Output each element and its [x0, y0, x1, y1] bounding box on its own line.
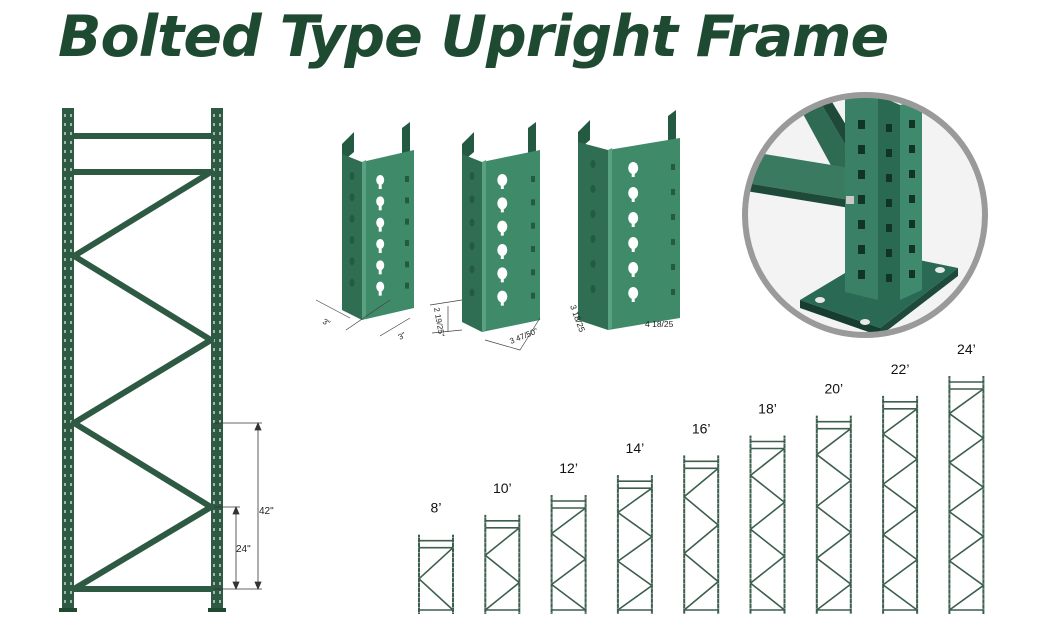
- column-base-plate-closeup-icon: [742, 92, 988, 338]
- main-upright-frame: 42" 24": [59, 108, 274, 612]
- column-profile-3-47-50: [462, 122, 540, 332]
- frame-height-series: 8’ 10’ 12’ 14’ 16’ 18’ 20’ 22’ 24’: [418, 341, 985, 615]
- dimension-label-24: 24": [236, 544, 251, 555]
- frame-height-label: 10’: [493, 480, 512, 496]
- diagonal-brace: [71, 504, 214, 592]
- frame-24ft: 24’: [948, 341, 985, 614]
- left-upright-post: [59, 108, 77, 612]
- diagonal-brace: [71, 253, 214, 343]
- frame-16ft: 16’: [683, 420, 720, 614]
- dimension-label-42: 42": [259, 506, 274, 517]
- frame-18ft: 18’: [749, 401, 786, 614]
- frame-height-label: 16’: [692, 420, 711, 436]
- diagonal-brace: [71, 337, 214, 426]
- column-1-depth-label: 3": [321, 317, 332, 328]
- column-3-width-label: 4 18/25: [645, 319, 674, 329]
- page-title: Bolted Type Upright Frame: [58, 4, 889, 70]
- frame-height-label: 24’: [957, 341, 976, 357]
- diagonal-brace: [71, 169, 214, 259]
- dimension-42-in: [214, 421, 262, 591]
- column-profile-3x3: [342, 122, 414, 320]
- frame-height-label: 14’: [626, 440, 645, 456]
- frame-22ft: 22’: [882, 361, 919, 615]
- column-2-width-label: 3 47/50": [508, 326, 539, 345]
- frame-height-label: 18’: [758, 401, 777, 417]
- frame-12ft: 12’: [550, 460, 587, 614]
- frame-height-label: 8’: [431, 500, 442, 516]
- diagonal-brace: [71, 420, 214, 510]
- column-1-width-label: 3": [397, 330, 408, 341]
- frame-height-label: 22’: [891, 361, 910, 377]
- frame-height-label: 12’: [559, 460, 578, 476]
- dimension-24-in: [214, 505, 240, 591]
- frame-20ft: 20’: [815, 381, 852, 614]
- column-profile-4-18-25: [578, 110, 680, 330]
- frame-14ft: 14’: [616, 440, 653, 614]
- right-upright-post: [208, 108, 226, 612]
- column-profiles: 3" 3" 2 19/25" 3 47/50" 3 18/25 4 18/25: [315, 110, 680, 351]
- frame-8ft: 8’: [418, 500, 454, 614]
- column-1-dimensions: [315, 299, 411, 337]
- frame-10ft: 10’: [484, 480, 521, 614]
- frame-height-label: 20’: [824, 381, 843, 397]
- column-2-dimensions: [429, 299, 541, 351]
